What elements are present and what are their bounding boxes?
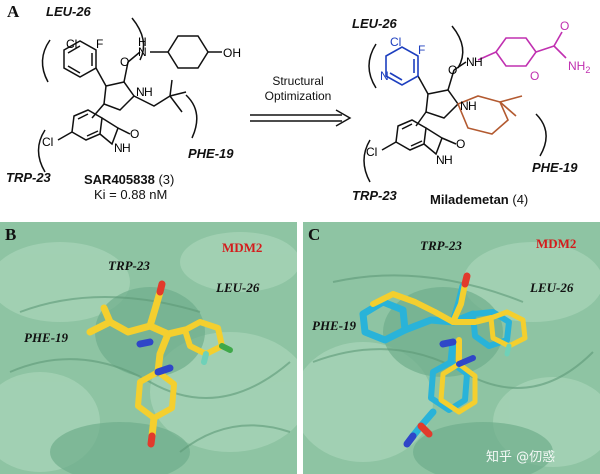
- c3-number: (3): [154, 172, 175, 187]
- panel-c-mdm2-label: MDM2: [536, 236, 577, 251]
- c4-atom-h-ring: H: [468, 99, 477, 113]
- c4-atom-o-lactam: O: [456, 137, 465, 151]
- panel-c-image: [303, 222, 600, 474]
- c4-atom-n-pyridine: N: [380, 69, 389, 83]
- c3-atom-nh-ring: N: [136, 85, 145, 99]
- c4-atom-nh-ring: N: [460, 99, 469, 113]
- c4-title: Milademetan (4): [430, 192, 528, 207]
- c3-atom-h-ring: H: [144, 85, 153, 99]
- c3-atom-h-lactam: H: [122, 141, 131, 155]
- c4-atom-o-ring: O: [530, 69, 539, 83]
- c4-residue-phe19: PHE-19: [532, 160, 578, 175]
- compound-4-structure: Cl N F N H O O O NH2 N H N H O Cl: [363, 19, 590, 183]
- panel-b-residue-phe19: PHE-19: [24, 330, 69, 345]
- panel-b-image: [0, 222, 297, 474]
- panel-c-letter: C: [308, 225, 321, 244]
- panel-b-residue-trp23: TRP-23: [108, 258, 150, 273]
- c3-residue-trp23: TRP-23: [6, 170, 51, 185]
- c4-atom-o-amide2: O: [560, 19, 569, 33]
- c3-ki: Ki = 0.88 nM: [94, 187, 168, 202]
- panel-c-residue-leu26: LEU-26: [530, 280, 574, 295]
- c4-atom-nh-amide: N: [466, 55, 475, 69]
- panel-b-letter: B: [5, 225, 17, 244]
- panel-c-residue-trp23: TRP-23: [420, 238, 462, 253]
- c3-atom-h-amide: H: [138, 35, 147, 49]
- c3-atom-oh: OH: [223, 46, 241, 60]
- optimization-arrow: [250, 109, 352, 127]
- c3-title: SAR405838 (3): [84, 172, 174, 187]
- c4-atom-cl-top: Cl: [390, 35, 401, 49]
- panel-b-mdm2-label: MDM2: [222, 240, 263, 255]
- structural-optimization-label: Structural Optimization: [248, 74, 348, 104]
- c3-residue-leu26: LEU-26: [46, 4, 91, 19]
- c4-residue-leu26: LEU-26: [352, 16, 397, 31]
- arrow-label-line2: Optimization: [264, 89, 332, 103]
- c3-atom-cl-bottom: Cl: [42, 135, 53, 149]
- c4-atom-h-lactam: H: [444, 153, 453, 167]
- c4-atom-h-amide: H: [474, 55, 483, 69]
- c4-number: (4): [508, 192, 529, 207]
- c4-atom-o-ketone: O: [448, 63, 457, 77]
- c4-atom-cl-bottom: Cl: [366, 145, 377, 159]
- c4-name: Milademetan: [430, 192, 509, 207]
- c3-atom-o-ketone: O: [120, 55, 129, 69]
- c3-atom-o-lactam: O: [130, 127, 139, 141]
- c4-atom-nh2: NH2: [568, 59, 590, 75]
- c4-atom-f: F: [418, 43, 425, 57]
- c3-atom-cl-top: Cl: [66, 37, 77, 51]
- c3-atom-nh-lactam: N: [114, 141, 123, 155]
- watermark: 知乎 @仞惑: [486, 450, 556, 465]
- c3-name: SAR405838: [84, 172, 155, 187]
- panel-a-letter: A: [7, 2, 20, 21]
- c3-atom-f: F: [96, 37, 103, 51]
- arrow-label-line1: Structural: [272, 74, 324, 88]
- compound-3-structure: Cl F N H OH O N H N H O Cl: [37, 17, 241, 173]
- c4-atom-nh-lactam: N: [436, 153, 445, 167]
- c3-residue-phe19: PHE-19: [188, 146, 234, 161]
- c4-residue-trp23: TRP-23: [352, 188, 397, 203]
- c3-atom-nh-amide: N: [138, 45, 147, 59]
- panel-b-residue-leu26: LEU-26: [216, 280, 260, 295]
- panel-c-residue-phe19: PHE-19: [312, 318, 357, 333]
